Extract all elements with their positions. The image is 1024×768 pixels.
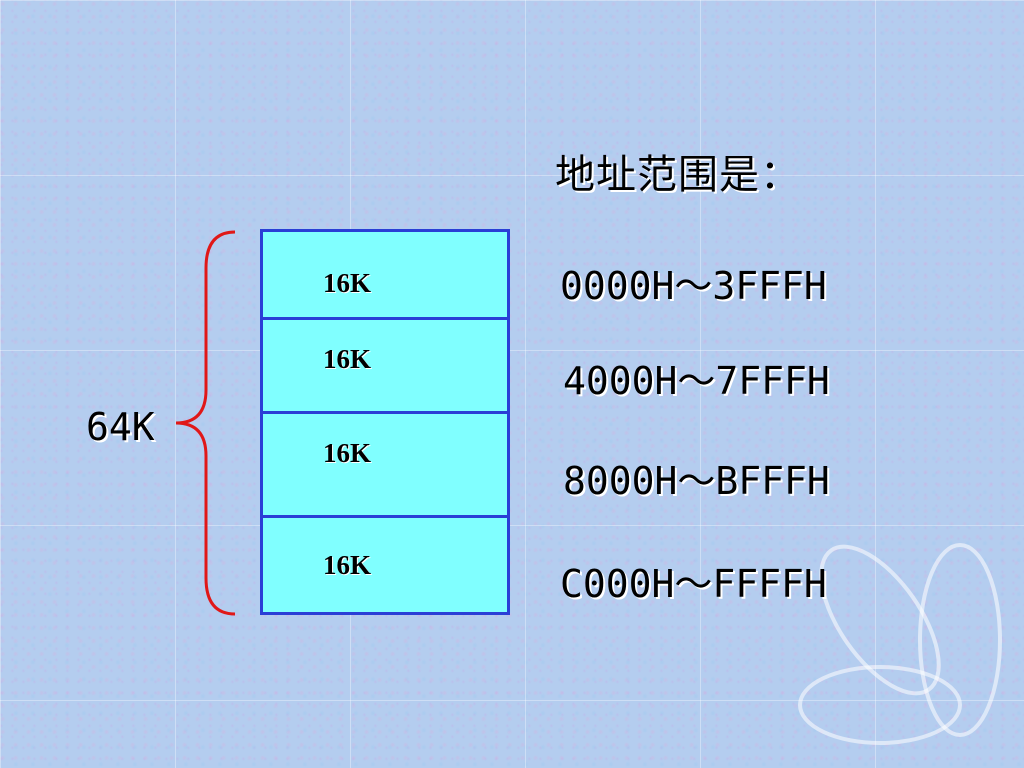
total-size-label: 64K	[86, 405, 155, 449]
curly-brace	[175, 230, 236, 616]
address-range-4: C000H～FFFFH	[560, 562, 827, 606]
address-range-title: 地址范围是：	[555, 152, 801, 198]
memory-block-label: 16K	[323, 438, 372, 468]
block-divider	[263, 411, 507, 414]
address-range-3: 8000H～BFFFH	[563, 459, 830, 503]
memory-block-3: 16K	[263, 414, 507, 515]
memory-block-label: 16K	[323, 268, 372, 298]
memory-map: 16K 16K 16K 16K	[260, 229, 510, 615]
block-divider	[263, 515, 507, 518]
memory-block-2: 16K	[263, 320, 507, 411]
block-divider	[263, 317, 507, 320]
memory-block-label: 16K	[323, 344, 372, 374]
address-range-1: 0000H～3FFFH	[560, 264, 827, 308]
address-range-2: 4000H～7FFFH	[563, 359, 830, 403]
memory-block-4: 16K	[263, 518, 507, 612]
memory-block-label: 16K	[323, 550, 372, 580]
memory-block-1: 16K	[263, 232, 507, 317]
